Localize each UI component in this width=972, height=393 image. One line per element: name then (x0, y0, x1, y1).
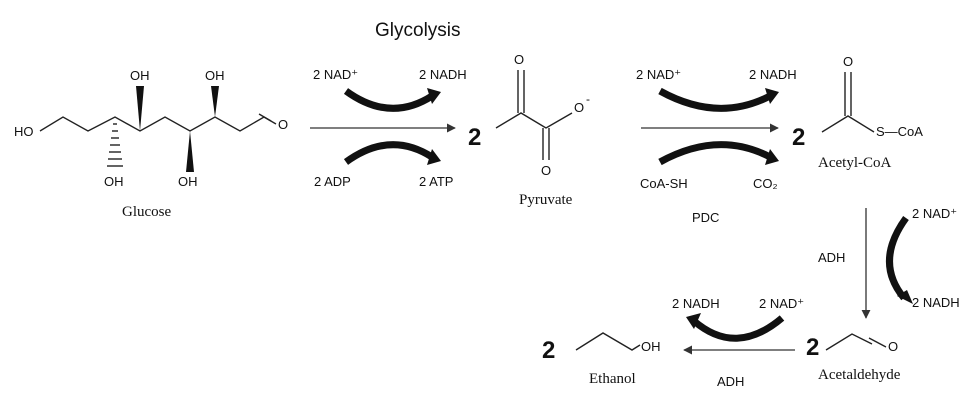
step1-bottom-out: 2 ATP (419, 174, 453, 189)
pyruvate-structure (495, 70, 573, 160)
acetaldehyde-structure (825, 333, 887, 351)
step2-bottom-in: CoA-SH (640, 176, 688, 191)
step3-in: 2 NAD⁺ (912, 206, 957, 221)
ethanol-structure (575, 332, 641, 351)
step3-nad-curved-arrow (886, 215, 913, 304)
acetaldehyde-label: Acetaldehyde (818, 367, 901, 383)
step4-enzyme: ADH (717, 374, 744, 389)
step2-coa-curved-arrow (658, 141, 779, 166)
pyruvate-o-top: O (514, 52, 524, 67)
acetyl-coa-structure (821, 72, 875, 133)
pyruvate-o-minus: O (574, 100, 584, 115)
glucose-oh-left: HO (14, 124, 34, 139)
glucose-label: Glucose (122, 204, 171, 220)
acetyl-coa-label: Acetyl-CoA (818, 155, 891, 171)
pyruvate-o-bottom: O (541, 163, 551, 178)
step2-nad-curved-arrow (658, 87, 779, 112)
step3-out: 2 NADH (912, 295, 960, 310)
ethanol-label: Ethanol (589, 371, 636, 387)
step1-nad-curved-arrow (343, 88, 441, 112)
step2-enzyme: PDC (692, 210, 719, 225)
step1-top-in: 2 NAD⁺ (313, 67, 358, 82)
step4-in: 2 NAD⁺ (759, 296, 804, 311)
acetaldehyde-coefficient: 2 (806, 334, 819, 361)
pyruvate-label: Pyruvate (519, 192, 573, 208)
glucose-structure (39, 86, 277, 172)
pyruvate-minus-sign: - (586, 92, 590, 106)
step2-bottom-out: CO₂ (753, 176, 778, 191)
acetyl-coa-o-top: O (843, 54, 853, 69)
pyruvate-coefficient: 2 (468, 124, 481, 151)
step4-out: 2 NADH (672, 296, 720, 311)
step4-nad-curved-arrow (686, 313, 785, 342)
ethanol-coefficient: 2 (542, 337, 555, 364)
acetyl-coa-coefficient: 2 (792, 124, 805, 151)
glucose-oh-bottom2: OH (178, 174, 198, 189)
step1-top-out: 2 NADH (419, 67, 467, 82)
step1-bottom-in: 2 ADP (314, 174, 351, 189)
acetyl-coa-s-coa: S—CoA (876, 124, 923, 139)
glucose-oh-top1: OH (130, 68, 150, 83)
step3-enzyme: ADH (818, 250, 845, 265)
ethanol-oh: OH (641, 339, 661, 354)
glucose-oh-top2: OH (205, 68, 225, 83)
step2-top-in: 2 NAD⁺ (636, 67, 681, 82)
step2-top-out: 2 NADH (749, 67, 797, 82)
diagram-title: Glycolysis (375, 20, 461, 41)
step1-adp-curved-arrow (343, 141, 441, 165)
glucose-oh-bottom1: OH (104, 174, 124, 189)
acetaldehyde-o: O (888, 339, 898, 354)
glucose-aldehyde-o: O (278, 117, 288, 132)
